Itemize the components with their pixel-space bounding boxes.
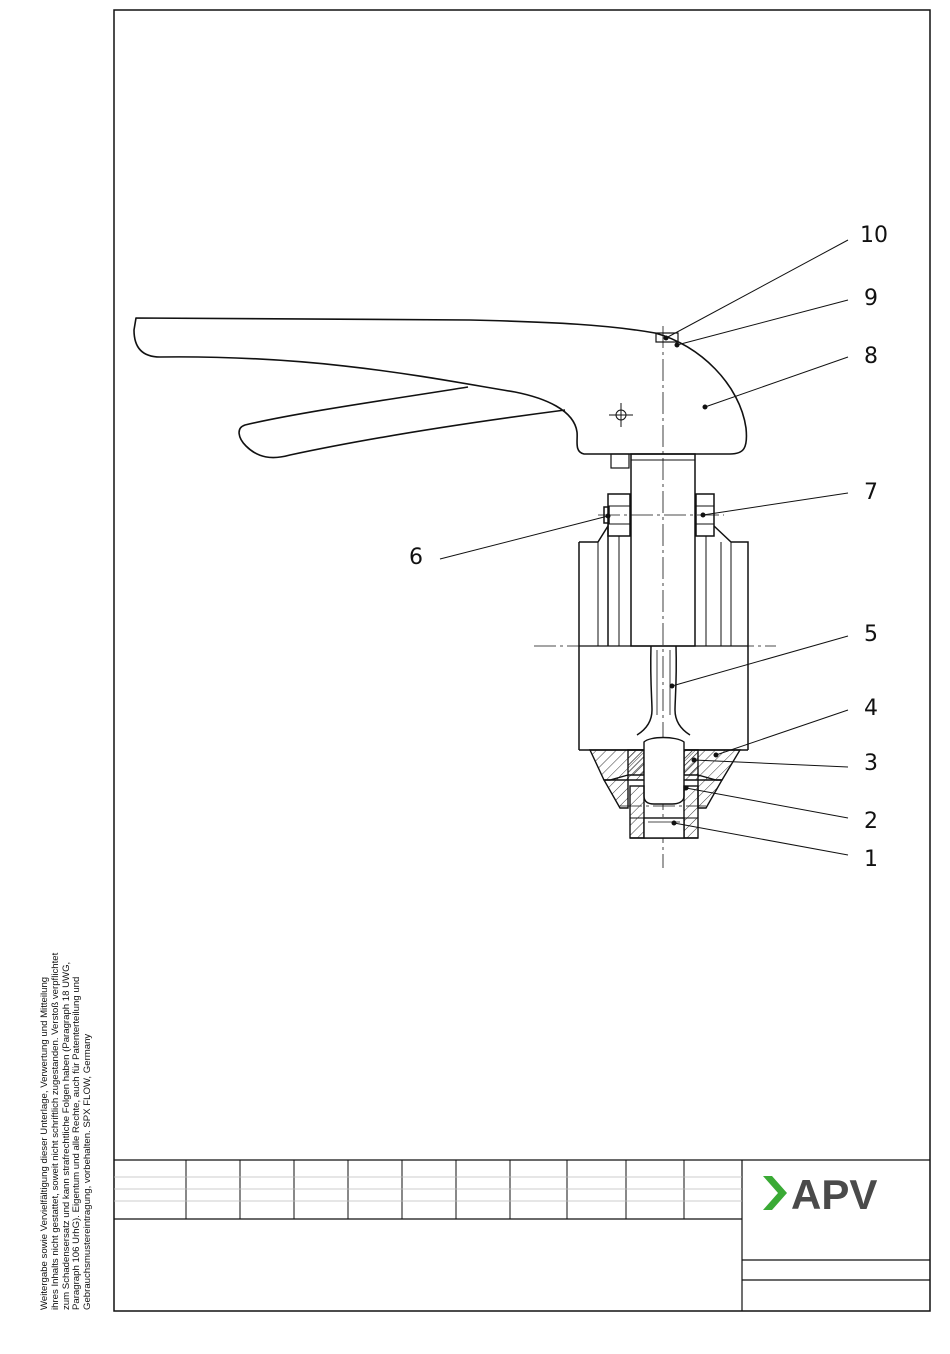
callout-2: 2 (864, 809, 878, 834)
callout-7: 7 (864, 480, 878, 505)
logo-chevron-icon (763, 1176, 787, 1210)
title-block (114, 1159, 930, 1311)
callout-10: 10 (860, 223, 888, 248)
lower-section (588, 736, 742, 839)
callout-8: 8 (864, 344, 878, 369)
callout-4: 4 (864, 696, 878, 721)
legal-line: ihres Inhalts nicht gestattet, soweit ni… (49, 952, 61, 1310)
callout-6: 6 (409, 545, 423, 570)
top-pin (655, 332, 679, 343)
legal-notice: Weitergabe sowie Vervielfältigung dieser… (39, 870, 94, 1310)
callout-9: 9 (864, 286, 878, 311)
pivot-mark (609, 403, 633, 427)
callout-3: 3 (864, 751, 878, 776)
leader-lines (439, 239, 849, 856)
lever-handle (133, 317, 748, 459)
stud (610, 453, 630, 469)
callout-5: 5 (864, 622, 878, 647)
callout-1: 1 (864, 847, 878, 872)
drawing-frame (113, 9, 931, 1312)
legal-line: Gebrauchsmustereintragung, vorbehalten. … (82, 1033, 94, 1310)
apv-logo: APV (763, 1171, 877, 1218)
logo-text: APV (791, 1171, 877, 1218)
housing (578, 453, 749, 751)
